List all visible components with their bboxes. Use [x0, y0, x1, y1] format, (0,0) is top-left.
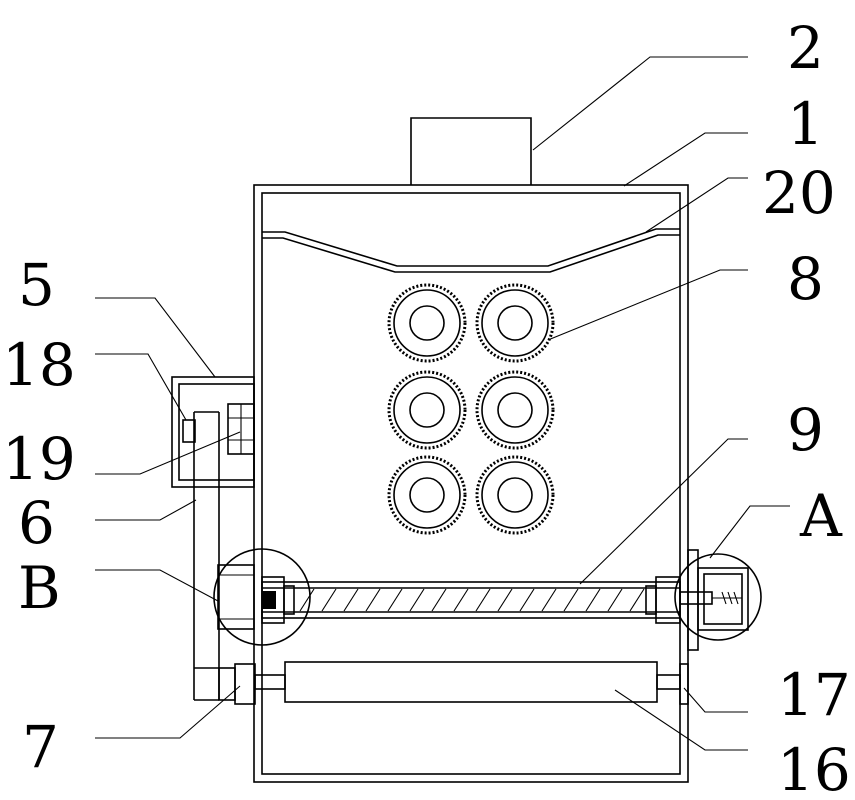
screw-flights: [300, 589, 644, 611]
label-7: 7: [22, 713, 59, 781]
screw-flight: [520, 589, 534, 611]
label-16: 16: [777, 736, 851, 800]
label-17: 17: [777, 661, 851, 729]
label-a: A: [799, 482, 843, 550]
roller: [477, 285, 553, 361]
part-labels: 2 1 20 8 5 18 19 6 9 A B 17 7 16: [2, 14, 851, 800]
roller: [477, 372, 553, 448]
funnel-plate: [262, 229, 680, 272]
roller-group: [389, 285, 553, 533]
detail-a: [675, 550, 761, 650]
drive-coupling: [262, 591, 276, 609]
screw-flight: [542, 589, 556, 611]
screw-flight: [344, 589, 358, 611]
screw-flight: [300, 589, 314, 611]
screw-flight: [388, 589, 402, 611]
label-6: 6: [18, 489, 55, 557]
screw-flight: [586, 589, 600, 611]
belt-drive: [194, 412, 255, 704]
label-18: 18: [2, 331, 76, 399]
housing: [254, 185, 688, 782]
screw-flight: [630, 589, 644, 611]
screw-flight: [564, 589, 578, 611]
label-1: 1: [787, 90, 824, 158]
label-9: 9: [787, 396, 824, 464]
roller: [389, 285, 465, 361]
lower-roller: [255, 662, 688, 704]
screw-conveyor: [262, 577, 680, 623]
screw-flight: [498, 589, 512, 611]
screw-flight: [608, 589, 622, 611]
roller: [477, 457, 553, 533]
label-2: 2: [787, 14, 824, 82]
screw-flight: [454, 589, 468, 611]
screw-flight: [366, 589, 380, 611]
screw-flight: [432, 589, 446, 611]
screw-flight: [322, 589, 336, 611]
label-b: B: [18, 554, 61, 622]
top-inlet: [411, 118, 531, 185]
screw-flight: [410, 589, 424, 611]
label-19: 19: [2, 425, 76, 493]
roller: [389, 372, 465, 448]
roller: [389, 457, 465, 533]
motor-box: [172, 377, 254, 487]
label-20: 20: [762, 159, 836, 227]
screw-flight: [476, 589, 490, 611]
label-8: 8: [787, 245, 824, 313]
label-5: 5: [18, 251, 55, 319]
